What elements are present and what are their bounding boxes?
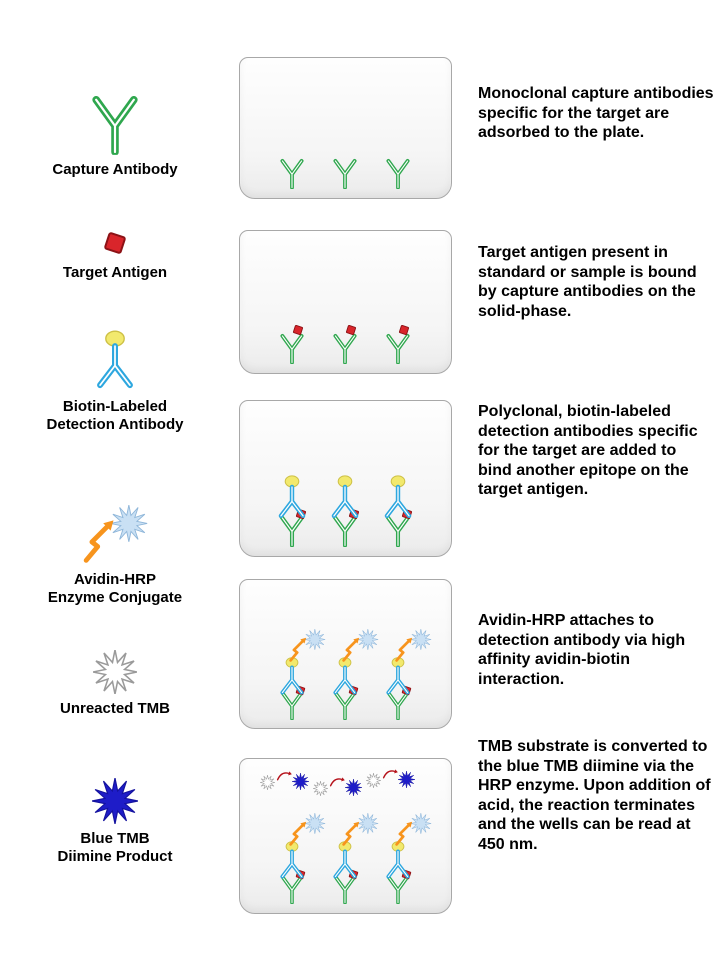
blue-tmb-icon — [92, 778, 138, 824]
detection-antibody-icon — [281, 476, 303, 516]
legend-label: Unreacted TMB — [59, 700, 171, 717]
unreacted-tmb-icon — [260, 775, 275, 790]
legend-label: Capture Antibody — [52, 161, 178, 178]
detection-antibody-icon — [387, 476, 409, 516]
microplate-well-step2 — [239, 230, 452, 374]
avidin-hrp-icon — [397, 813, 432, 844]
avidin-hrp-icon — [78, 505, 152, 565]
detection-antibody-icon — [386, 841, 410, 879]
capture-antibody-icon — [386, 158, 410, 189]
capture-antibody-icon — [386, 333, 410, 364]
avidin-hrp-icon — [291, 813, 326, 844]
avidin-hrp-icon — [291, 629, 326, 660]
well-scene-5 — [260, 768, 450, 904]
microplate-well-step3 — [239, 400, 452, 557]
well-scene-2 — [280, 324, 410, 364]
legend-capture-antibody: Capture Antibody — [15, 88, 215, 179]
detection-antibody-icon — [386, 657, 410, 695]
capture-antibody-icon — [333, 158, 357, 189]
step-description-5: TMB substrate is converted to the blue T… — [478, 738, 711, 853]
blue-tmb-icon — [292, 773, 309, 790]
capture-antibody-icon — [334, 875, 356, 904]
step-description-4: Avidin-HRP attaches to detection antibod… — [478, 612, 686, 688]
legend-unreacted-tmb: Unreacted TMB — [15, 650, 215, 718]
microplate-well-step1 — [239, 57, 452, 199]
capture-antibody-icon — [280, 333, 304, 364]
target-antigen-icon — [345, 324, 357, 336]
step-description-1: Monoclonal capture antibodies specific f… — [478, 85, 714, 142]
detection-antibody-icon — [92, 330, 138, 392]
microplate-well-step5 — [239, 758, 452, 914]
blue-tmb-icon — [398, 771, 415, 788]
capture-antibody-icon — [281, 875, 303, 904]
avidin-hrp-icon — [344, 629, 379, 660]
capture-antibody-icon — [333, 333, 357, 364]
capture-antibody-icon — [334, 691, 356, 720]
reaction-arrow-icon — [329, 776, 346, 787]
legend-detection-antibody: Biotin-Labeled Detection Antibody — [15, 330, 215, 433]
capture-antibody-icon — [335, 517, 355, 545]
legend-label: Biotin-Labeled Detection Antibody — [46, 398, 184, 433]
well-scene-3 — [240, 401, 413, 555]
capture-antibody-icon — [387, 691, 409, 720]
avidin-hrp-icon — [397, 629, 432, 660]
capture-antibody-icon — [280, 158, 304, 189]
capture-antibody-icon — [281, 691, 303, 720]
detection-antibody-icon — [280, 841, 304, 879]
target-antigen-icon — [398, 324, 410, 336]
capture-antibody-icon — [388, 517, 408, 545]
detection-antibody-icon — [280, 657, 304, 695]
blue-tmb-icon — [345, 779, 362, 796]
detection-antibody-icon — [333, 657, 357, 695]
unreacted-tmb-icon — [313, 781, 328, 796]
unreacted-tmb-icon — [366, 773, 381, 788]
capture-antibody-icon — [387, 875, 409, 904]
detection-antibody-icon — [333, 841, 357, 879]
microplate-well-step4 — [239, 579, 452, 729]
legend-label: Blue TMB Diimine Product — [57, 830, 173, 865]
detection-antibody-icon — [334, 476, 356, 516]
legend-label: Avidin-HRP Enzyme Conjugate — [47, 571, 183, 606]
step-description-3: Polyclonal, biotin-labeled detection ant… — [478, 403, 698, 499]
legend-blue-tmb: Blue TMB Diimine Product — [15, 778, 215, 865]
capture-antibody-icon — [282, 517, 302, 545]
well-scene-1 — [280, 158, 410, 189]
well-scene-4 — [280, 580, 450, 720]
legend-target-antigen: Target Antigen — [15, 228, 215, 282]
target-antigen-icon — [100, 228, 130, 258]
avidin-hrp-icon — [344, 813, 379, 844]
target-antigen-icon — [292, 324, 304, 336]
unreacted-tmb-icon — [93, 650, 137, 694]
reaction-arrow-icon — [276, 770, 293, 781]
capture-antibody-icon — [86, 88, 144, 155]
legend-label: Target Antigen — [62, 264, 168, 281]
step-description-2: Target antigen present in standard or sa… — [478, 244, 697, 320]
legend-avidin-hrp: Avidin-HRP Enzyme Conjugate — [15, 505, 215, 606]
reaction-arrow-icon — [382, 768, 399, 779]
